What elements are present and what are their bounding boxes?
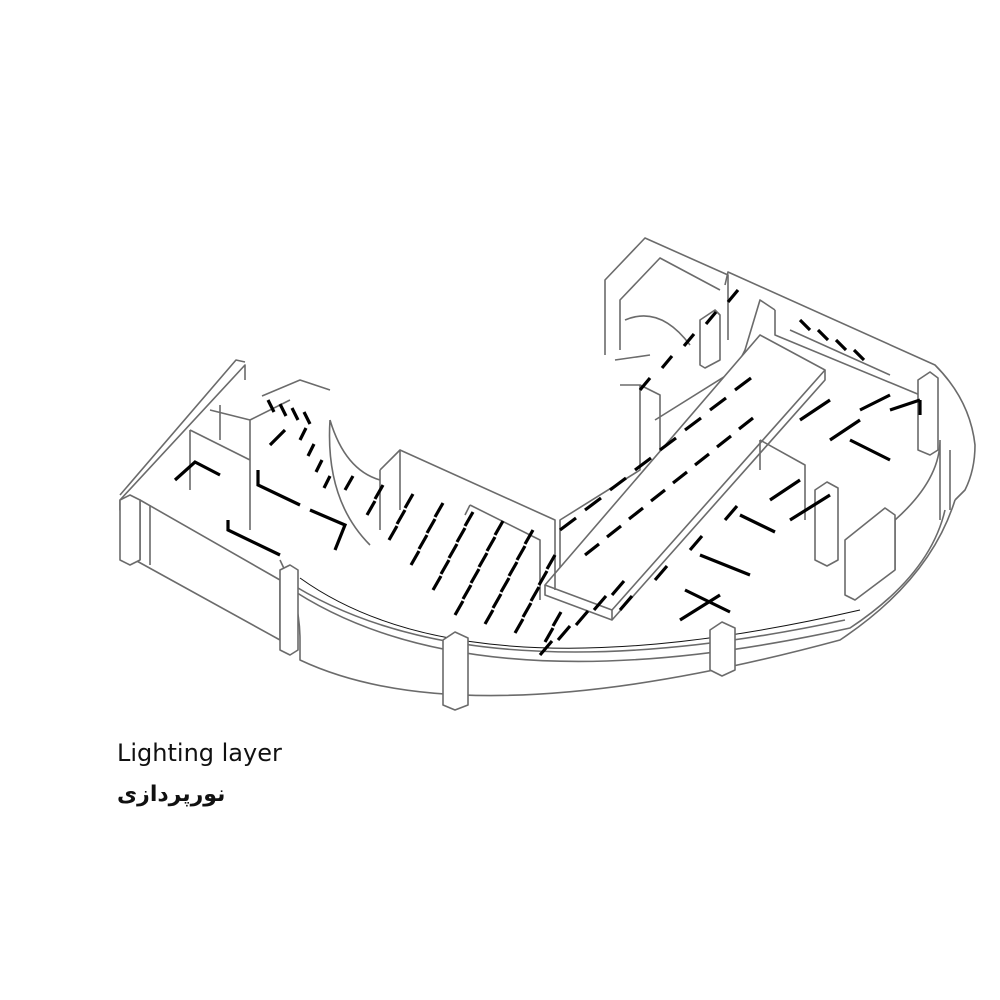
light-dash bbox=[447, 543, 459, 559]
light-dash bbox=[387, 525, 399, 541]
light-dash bbox=[395, 509, 407, 525]
light-dash bbox=[816, 328, 830, 342]
light-dash bbox=[521, 602, 533, 618]
light-dash bbox=[290, 407, 300, 421]
light-dash bbox=[403, 493, 415, 509]
light-dash bbox=[551, 611, 563, 627]
light-dash bbox=[302, 411, 312, 425]
light-dash bbox=[734, 376, 752, 392]
light-dash bbox=[704, 310, 718, 326]
light-dash bbox=[477, 552, 489, 568]
light-dash bbox=[433, 502, 445, 518]
light-dash bbox=[672, 470, 688, 485]
light-dash bbox=[709, 396, 727, 412]
light-dash bbox=[469, 568, 481, 584]
lighting-fixtures bbox=[173, 288, 922, 657]
light-dash bbox=[556, 624, 572, 642]
light-dash bbox=[314, 459, 324, 473]
light-dash bbox=[439, 559, 451, 575]
light-dash bbox=[409, 550, 421, 566]
light-dash bbox=[606, 524, 622, 539]
light-dash bbox=[684, 416, 702, 432]
light-dash bbox=[537, 570, 549, 586]
light-dash bbox=[634, 456, 652, 472]
light-dash bbox=[491, 593, 503, 609]
light-dash bbox=[461, 584, 473, 600]
light-dash bbox=[431, 575, 443, 591]
light-dash bbox=[463, 511, 475, 527]
light-dash bbox=[852, 348, 866, 362]
light-dash bbox=[365, 500, 377, 516]
light-dash bbox=[529, 586, 541, 602]
light-dash bbox=[523, 529, 535, 545]
light-dash bbox=[584, 542, 600, 557]
light-dash bbox=[834, 338, 848, 352]
caption-subtitle: نورپردازی bbox=[117, 782, 226, 807]
caption-title: Lighting layer bbox=[117, 739, 282, 767]
light-dash bbox=[716, 434, 732, 449]
light-dash bbox=[653, 564, 669, 582]
light-dash bbox=[425, 518, 437, 534]
light-dash bbox=[682, 332, 696, 348]
light-dash bbox=[373, 484, 385, 500]
light-dash bbox=[688, 534, 704, 552]
light-dash bbox=[798, 318, 812, 332]
light-dash bbox=[455, 527, 467, 543]
light-dash bbox=[694, 452, 710, 467]
light-dash bbox=[499, 577, 511, 593]
light-dash bbox=[306, 443, 316, 457]
light-dash bbox=[659, 436, 677, 452]
light-dash bbox=[584, 496, 602, 512]
light-dash bbox=[298, 427, 308, 441]
light-dash bbox=[638, 376, 652, 392]
light-dash bbox=[610, 579, 626, 597]
light-dash bbox=[513, 618, 525, 634]
light-dash bbox=[453, 600, 465, 616]
light-dash bbox=[266, 399, 276, 413]
light-dash bbox=[559, 516, 577, 532]
light-dash bbox=[493, 520, 505, 536]
light-dash bbox=[515, 545, 527, 561]
light-dash bbox=[417, 534, 429, 550]
light-dash bbox=[485, 536, 497, 552]
light-dash bbox=[650, 488, 666, 503]
light-dash bbox=[592, 594, 608, 612]
light-dash bbox=[574, 609, 590, 627]
light-dash bbox=[660, 354, 674, 370]
light-dash bbox=[618, 594, 634, 612]
light-dash bbox=[628, 506, 644, 521]
light-dash bbox=[322, 475, 332, 489]
light-dash bbox=[538, 639, 554, 657]
light-dash bbox=[343, 475, 355, 491]
light-dash bbox=[278, 403, 288, 417]
light-dash bbox=[507, 561, 519, 577]
light-dash bbox=[545, 554, 557, 570]
light-dash bbox=[726, 288, 740, 304]
light-dash bbox=[609, 476, 627, 492]
light-dash bbox=[543, 627, 555, 643]
light-dash bbox=[483, 609, 495, 625]
light-dash bbox=[738, 416, 754, 431]
light-dash bbox=[723, 504, 739, 522]
